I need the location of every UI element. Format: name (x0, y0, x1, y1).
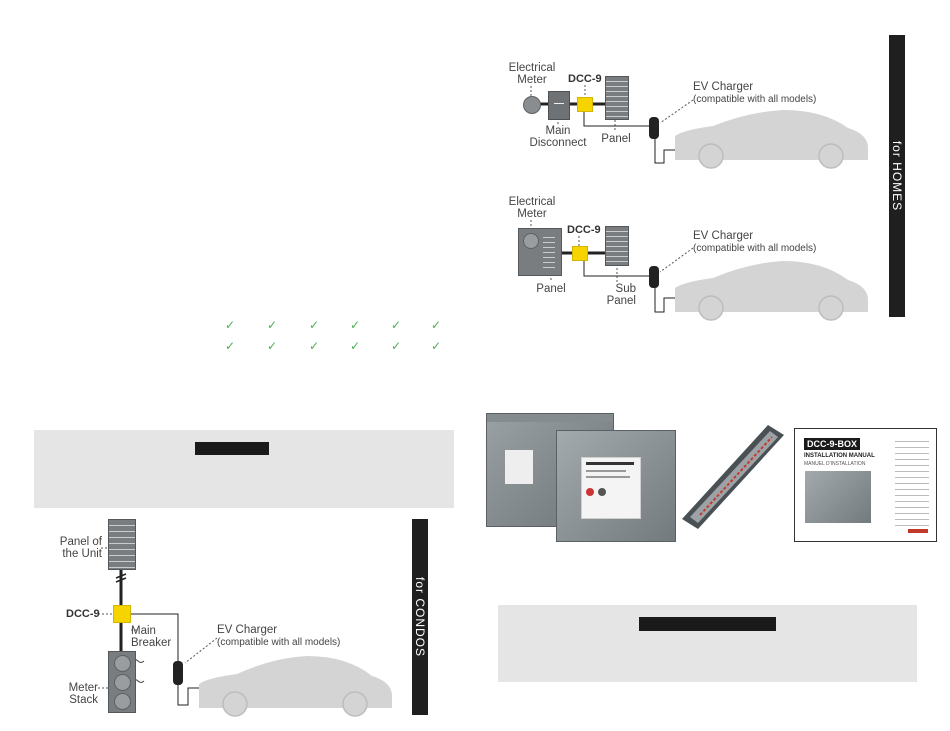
check-mark: ✓ (267, 318, 278, 332)
check-mark: ✓ (431, 318, 442, 332)
diagram1-charger-label: EV Charger (693, 81, 754, 93)
manual-text-column (895, 441, 929, 527)
condos-side-bar: for CONDOS (412, 519, 428, 715)
manual-cover: DCC-9-BOX INSTALLATION MANUAL MANUEL D'I… (794, 428, 937, 542)
condos-dcc-label: DCC-9 (66, 608, 100, 620)
check-mark: ✓ (309, 318, 320, 332)
enclosure-front (556, 430, 676, 542)
condos-panel-label: Panel of the Unit (59, 536, 102, 560)
condos-charger-icon (173, 661, 183, 685)
manual-image (805, 471, 871, 523)
diagram2-charger-note: (compatible with all models) (693, 243, 817, 254)
condos-panel-box (108, 519, 136, 570)
diagram1-disconnect-box (548, 91, 570, 120)
diagram1-panel-box (605, 76, 629, 120)
diagram1-car (675, 110, 868, 169)
din-rail (682, 425, 784, 529)
diagram2-car (675, 261, 868, 321)
diagram1-dcc-label: DCC-9 (568, 73, 602, 85)
diagram1-meter-label: Electrical Meter (508, 62, 556, 86)
condos-breaker-label: Main Breaker (131, 625, 172, 649)
left-info-tag (195, 442, 269, 455)
diagram1-disconnect-label: Main Disconnect (529, 125, 587, 149)
diagram1-meter-icon (523, 96, 541, 114)
check-mark: ✓ (225, 339, 236, 353)
manual-logo (908, 529, 928, 533)
diagram2-panel-label: Panel (536, 283, 566, 295)
condos-meter-stack (108, 651, 136, 713)
check-mark: ✓ (350, 339, 361, 353)
check-mark: ✓ (431, 339, 442, 353)
diagram2-charger-icon (649, 266, 659, 288)
diagram2-dcc-box (572, 246, 588, 261)
diagram1-charger-note: (compatible with all models) (693, 94, 817, 105)
diagram2-dcc-label: DCC-9 (567, 224, 601, 236)
right-info-tag (639, 617, 776, 631)
check-mark: ✓ (350, 318, 361, 332)
diagram1-charger-icon (649, 117, 659, 139)
diagram2-panel-box (518, 228, 562, 276)
condos-car (199, 656, 392, 717)
condos-meter-label: Meter Stack (68, 682, 98, 706)
left-info-box (34, 430, 454, 508)
manual-heading: INSTALLATION MANUAL (804, 453, 875, 459)
check-mark: ✓ (391, 339, 402, 353)
diagram2-sub-panel-box (605, 226, 629, 266)
right-info-box (498, 605, 917, 682)
manual-subheading: MANUEL D'INSTALLATION (804, 461, 866, 467)
condos-dcc-box (113, 605, 131, 623)
diagram1-dcc-box (577, 97, 593, 112)
check-mark: ✓ (391, 318, 402, 332)
diagram2-sub-panel-label: Sub Panel (606, 283, 636, 307)
diagram2-charger-label: EV Charger (693, 230, 754, 242)
check-mark: ✓ (267, 339, 278, 353)
homes-side-bar: for HOMES (889, 35, 905, 317)
condos-charger-note: (compatible with all models) (217, 637, 341, 648)
check-mark: ✓ (225, 318, 236, 332)
condos-charger-label: EV Charger (217, 624, 278, 636)
diagram1-panel-label: Panel (601, 133, 631, 145)
check-mark: ✓ (309, 339, 320, 353)
diagram2-meter-label: Electrical Meter (508, 196, 556, 220)
manual-title: DCC-9-BOX (804, 438, 861, 450)
